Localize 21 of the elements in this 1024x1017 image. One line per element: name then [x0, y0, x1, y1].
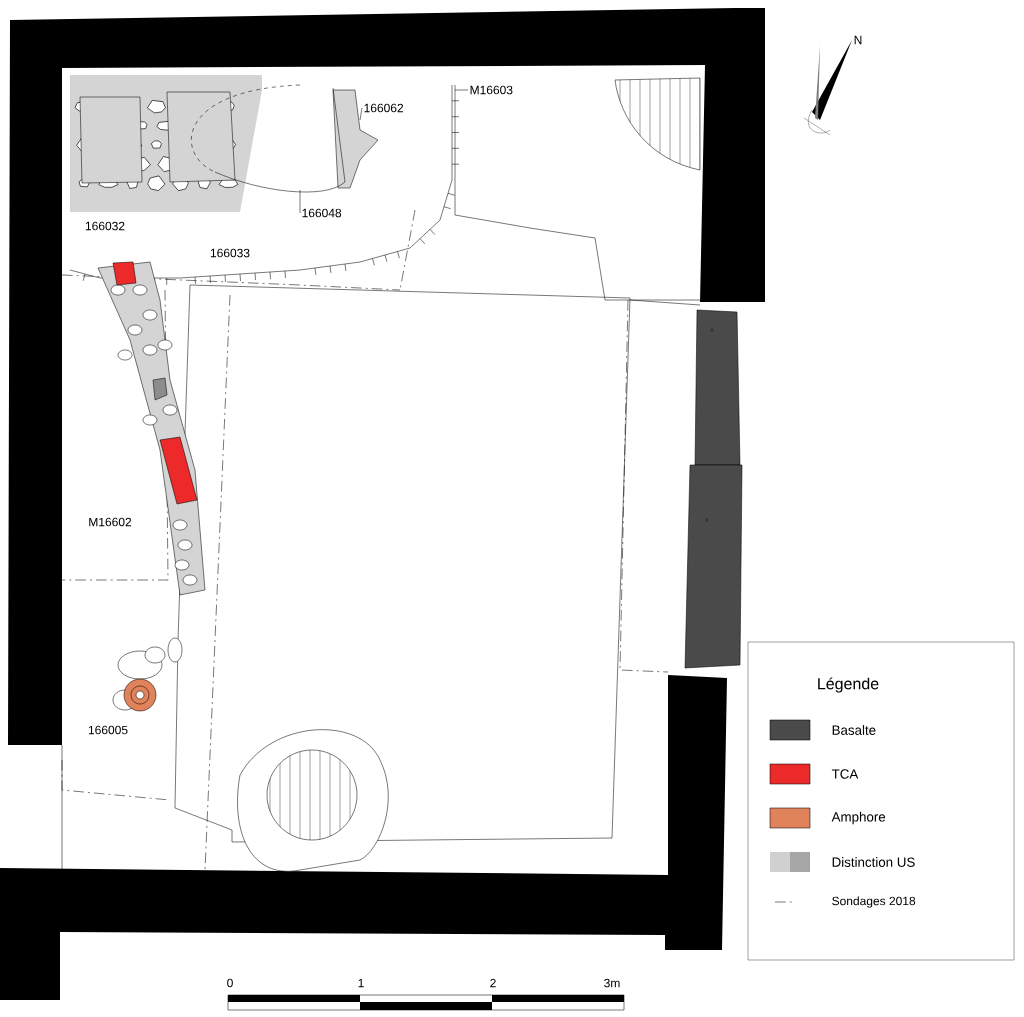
- legend-label: Distinction US: [832, 857, 915, 867]
- leader-line: [454, 89, 469, 91]
- plan-label: 166048: [302, 208, 342, 218]
- legend-label: Basalte: [832, 725, 876, 735]
- leader-line: [359, 107, 363, 121]
- scale-label: 0: [227, 978, 233, 988]
- legend-label: TCA: [831, 769, 859, 779]
- plan-label: 166062: [364, 103, 404, 113]
- scale-label: 3m: [604, 978, 620, 988]
- plan-label: 166033: [210, 248, 250, 258]
- scale-label: 1: [358, 978, 364, 988]
- leader-line: [299, 189, 301, 214]
- north-label: N: [854, 35, 862, 45]
- plan-label: M16603: [470, 85, 513, 95]
- scale-label: 2: [490, 978, 496, 988]
- plan-label: M16602: [89, 517, 132, 527]
- legend-title: Légende: [818, 677, 879, 693]
- legend-label: Sondages 2018: [832, 896, 916, 908]
- legend-label: Amphore: [831, 811, 886, 825]
- plan-label: 166032: [85, 221, 125, 231]
- plan-label: 166005: [88, 725, 128, 735]
